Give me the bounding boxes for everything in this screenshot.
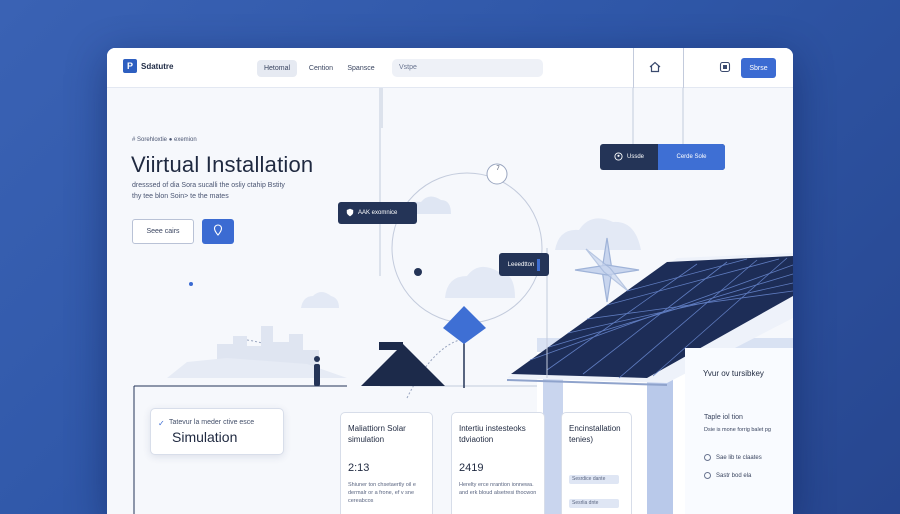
logo-text: Sdatutre [141,61,174,71]
feature-tag: Sesrdice dante [569,475,619,484]
indicator-bar [537,258,541,271]
tab-home[interactable]: Hetomal [257,60,297,77]
radio-icon[interactable] [704,472,711,479]
callout-right: Cerde Sole [658,144,725,170]
radio-option[interactable]: Sae lib te claates [704,454,762,461]
feature-title: Intertiu instesteoks tdviaotion [459,424,526,444]
hero-subtitle-line: thy tee blon Soin> te the mates [132,193,229,200]
callout-house[interactable]: Leeedtton [499,253,549,276]
hero-subtitle: dresssed of dia Sora sucalli the osliy c… [132,180,322,202]
feature-card[interactable]: Encinstallation tenies) Sesrdice dante S… [561,412,632,514]
pin-icon [213,223,223,241]
tab-center[interactable]: Cention [308,65,334,72]
callout-mid[interactable]: AAK exomnice [338,202,417,224]
app-window: P Sdatutre Hetomal Cention Spansce Vstpe… [107,48,793,514]
bookmark-icon[interactable] [719,61,731,76]
search-input[interactable]: Vstpe [392,59,543,77]
hero-eyebrow: # Sorehloxtie ● exemion [132,137,197,143]
simulation-card[interactable]: ✓ Tatevur la meder ctive esce Simulation [150,408,284,455]
callout-label: Leeedtton [507,261,535,268]
feature-desc: Shiuner ton chsetaertly oil e dermalr or… [348,482,416,504]
callout-label: AAK exomnice [358,210,398,216]
radio-label: Sastr bod ela [716,472,752,479]
signin-button[interactable]: Sbrse [741,58,776,78]
feature-tag: Sesrlia dnte [569,499,619,508]
brand-logo[interactable]: P Sdatutre [123,59,173,73]
hero-illustration [133,88,793,514]
clock-number: 7 [496,166,500,172]
divider [683,48,684,88]
see-cases-button[interactable]: Seee cairs [132,219,194,244]
home-icon[interactable] [648,60,662,77]
radio-option[interactable]: Sastr bod ela [704,472,751,479]
callout-label: Ussde [626,154,644,160]
feature-card[interactable]: Intertiu instesteoks tdviaotion 2419 Her… [451,412,545,514]
page-title: Viirtual Installation [131,152,314,177]
top-nav: P Sdatutre Hetomal Cention Spansce Vstpe… [107,48,793,88]
panel-title: Yvur ov tursibkey [703,369,764,378]
feature-title: Maliattiorn Solar simulation [348,424,406,444]
shield-icon [346,208,354,219]
check-icon: ✓ [158,419,165,428]
simulation-label: Tatevur la meder ctive esce [169,419,255,426]
feature-desc: Herelty erce nrantion ionnewa. and erk b… [459,482,537,496]
callout-user-card[interactable]: Ussde Cerde Sole [600,144,725,170]
radio-label: Sae lib te claates [716,454,762,461]
hero-action-button[interactable] [202,219,234,244]
divider [633,48,634,88]
hero-subtitle-line: dresssed of dia Sora sucalli the osliy c… [132,182,285,189]
right-panel: Yvur ov tursibkey Taple iol tion Dsie is… [685,348,793,514]
feature-number: 2419 [459,462,484,474]
feature-card[interactable]: Maliattiorn Solar simulation 2:13 Shiune… [340,412,433,514]
simulation-title: Simulation [172,429,238,445]
feature-number: 2:13 [348,462,370,474]
logo-mark: P [123,59,137,73]
panel-note: Dsie is mone forrig balet pg [704,427,771,433]
feature-title: Encinstallation tenies) [569,424,621,444]
user-icon [614,151,623,163]
tab-space[interactable]: Spansce [347,65,375,72]
radio-icon[interactable] [704,454,711,461]
callout-left: Ussde [600,144,658,170]
panel-subtitle: Taple iol tion [704,414,743,421]
